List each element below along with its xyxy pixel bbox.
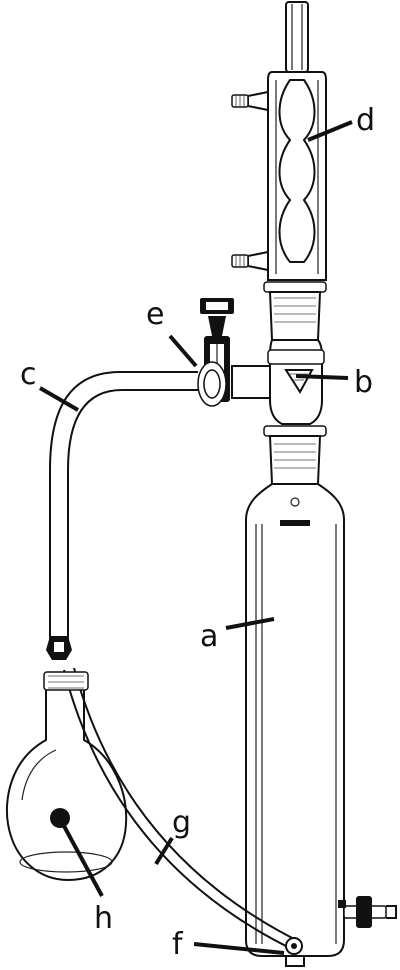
leader-c bbox=[38, 386, 80, 412]
label-d: d bbox=[356, 103, 375, 138]
leader-d bbox=[307, 120, 353, 142]
vapour-tube bbox=[49, 371, 198, 640]
label-h: h bbox=[94, 901, 113, 936]
reflux-condenser bbox=[231, 1, 327, 341]
return-tube bbox=[63, 667, 303, 955]
distillation-head bbox=[231, 339, 325, 425]
leader-g bbox=[154, 836, 174, 866]
leader-b bbox=[295, 374, 349, 380]
label-b: b bbox=[354, 365, 373, 400]
label-f: f bbox=[172, 927, 184, 962]
round-bottom-flask bbox=[5, 636, 128, 882]
label-a: a bbox=[200, 619, 218, 654]
leader-lines bbox=[38, 120, 353, 955]
label-c: c bbox=[20, 357, 37, 392]
label-e: e bbox=[146, 297, 164, 332]
leader-a bbox=[225, 617, 275, 630]
label-g: g bbox=[172, 805, 191, 840]
extraction-column bbox=[245, 483, 397, 967]
leader-f bbox=[193, 942, 285, 955]
stopcock bbox=[197, 298, 234, 407]
leader-e bbox=[168, 334, 198, 368]
extractor-joint bbox=[263, 425, 327, 485]
part-labels: a b c d e f g h bbox=[20, 103, 375, 962]
leader-h bbox=[62, 825, 104, 897]
